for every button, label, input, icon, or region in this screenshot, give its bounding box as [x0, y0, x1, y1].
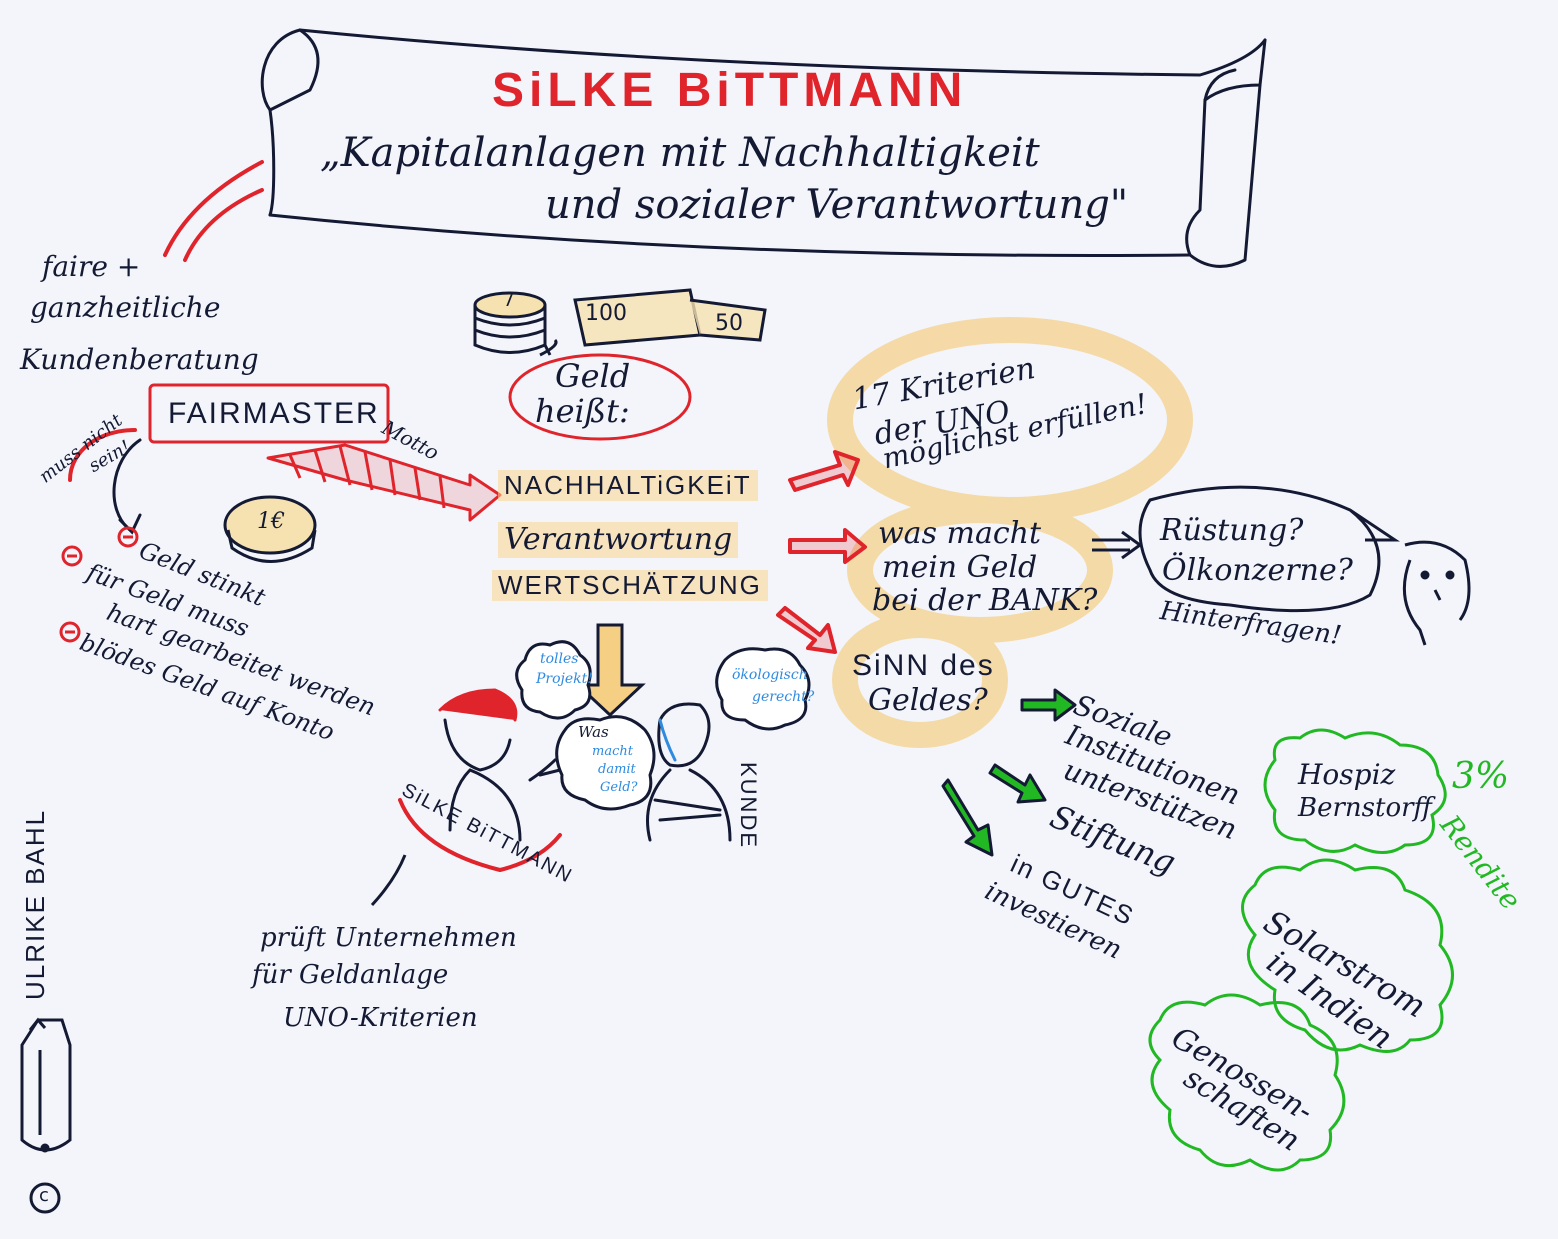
copyright-mark: c	[39, 1185, 49, 1206]
value-nachhaltigkeit: NACHHALTiGKEiT	[498, 470, 758, 502]
coin-label: 1€	[257, 509, 285, 534]
bank-line1: was macht	[878, 516, 1042, 551]
value-verantwortung: Verantwortung	[498, 522, 739, 558]
minus-icons	[59, 526, 139, 643]
down-arrow	[574, 623, 646, 718]
pruefung-pointer	[370, 854, 407, 907]
coin-stack-label: 7	[503, 290, 515, 311]
advice-line2: ganzheitliche	[30, 291, 221, 324]
note-50-label: 50	[715, 311, 743, 336]
hospiz-line2: Bernstorff	[1298, 793, 1432, 823]
rendite-percent: 3%	[1452, 756, 1510, 797]
ruestung-bubble	[1138, 485, 1400, 613]
artist-credit: ULRIKE BAHL	[20, 808, 50, 1000]
bubble-right-line1: ökologisch	[732, 667, 808, 683]
bubble-right-line2: gerecht?	[752, 689, 815, 705]
title-banner	[260, 28, 1267, 268]
red-connector-lines	[163, 160, 264, 262]
sinn-line1: SiNN des	[852, 649, 995, 682]
kunde-figure-label: KUNDE	[736, 762, 761, 850]
value-arrows	[776, 450, 867, 654]
green-clouds	[1148, 728, 1454, 1172]
copyright-icon	[29, 1182, 61, 1214]
talk-title-line2: und sozialer Verantwortung"	[545, 182, 1129, 228]
pruefung-line1: prüft Unternehmen	[260, 923, 517, 953]
pencil-icon	[20, 1017, 72, 1153]
bubble-mid-line4: Geld?	[600, 780, 638, 795]
geld-heisst-line1: Geld	[555, 357, 631, 395]
bubble-mid-line1: Was	[578, 723, 609, 741]
pruefung-line2: für Geldanlage	[252, 960, 449, 990]
bank-line3: bei der BANK?	[872, 583, 1098, 618]
geld-heisst-line2: heißt:	[535, 392, 630, 430]
ruestung-line1: Rüstung?	[1160, 513, 1304, 548]
scene-bubbles	[515, 640, 811, 811]
bubble-left-line2: Projekt!	[536, 671, 593, 687]
talk-title-line1: „Kapitalanlagen mit Nachhaltigkeit	[320, 130, 1040, 176]
muss-nicht-arrow	[68, 428, 142, 535]
bubble-mid-line3: damit	[598, 762, 636, 777]
note-100-label: 100	[585, 301, 627, 326]
money-drawing	[223, 288, 767, 563]
highlight-loops	[827, 317, 1193, 748]
bubble-left-line1: tolles	[540, 651, 579, 667]
advice-line1: faire +	[42, 250, 141, 283]
value-wertschaetzung: WERTSCHÄTZUNG	[492, 570, 768, 602]
ruestung-line2: Ölkonzerne?	[1162, 553, 1353, 588]
fairmaster-box	[148, 383, 390, 444]
sinn-line2: Geldes?	[868, 683, 988, 718]
thinking-face	[1402, 540, 1471, 646]
pruefung-line3: UNO-Kriterien	[283, 1003, 478, 1033]
green-arrows	[941, 688, 1077, 857]
scene-drawing	[398, 688, 732, 873]
bubble-mid-line2: macht	[592, 744, 633, 759]
speaker-name: SiLKE BiTTMANN	[492, 64, 968, 117]
advice-line3: Kundenberatung	[20, 343, 259, 376]
fairmaster-label: FAIRMASTER	[168, 397, 380, 430]
bank-line2: mein Geld	[882, 550, 1038, 585]
geld-heisst-ellipse	[508, 353, 692, 441]
hospiz-line1: Hospiz	[1298, 758, 1396, 791]
